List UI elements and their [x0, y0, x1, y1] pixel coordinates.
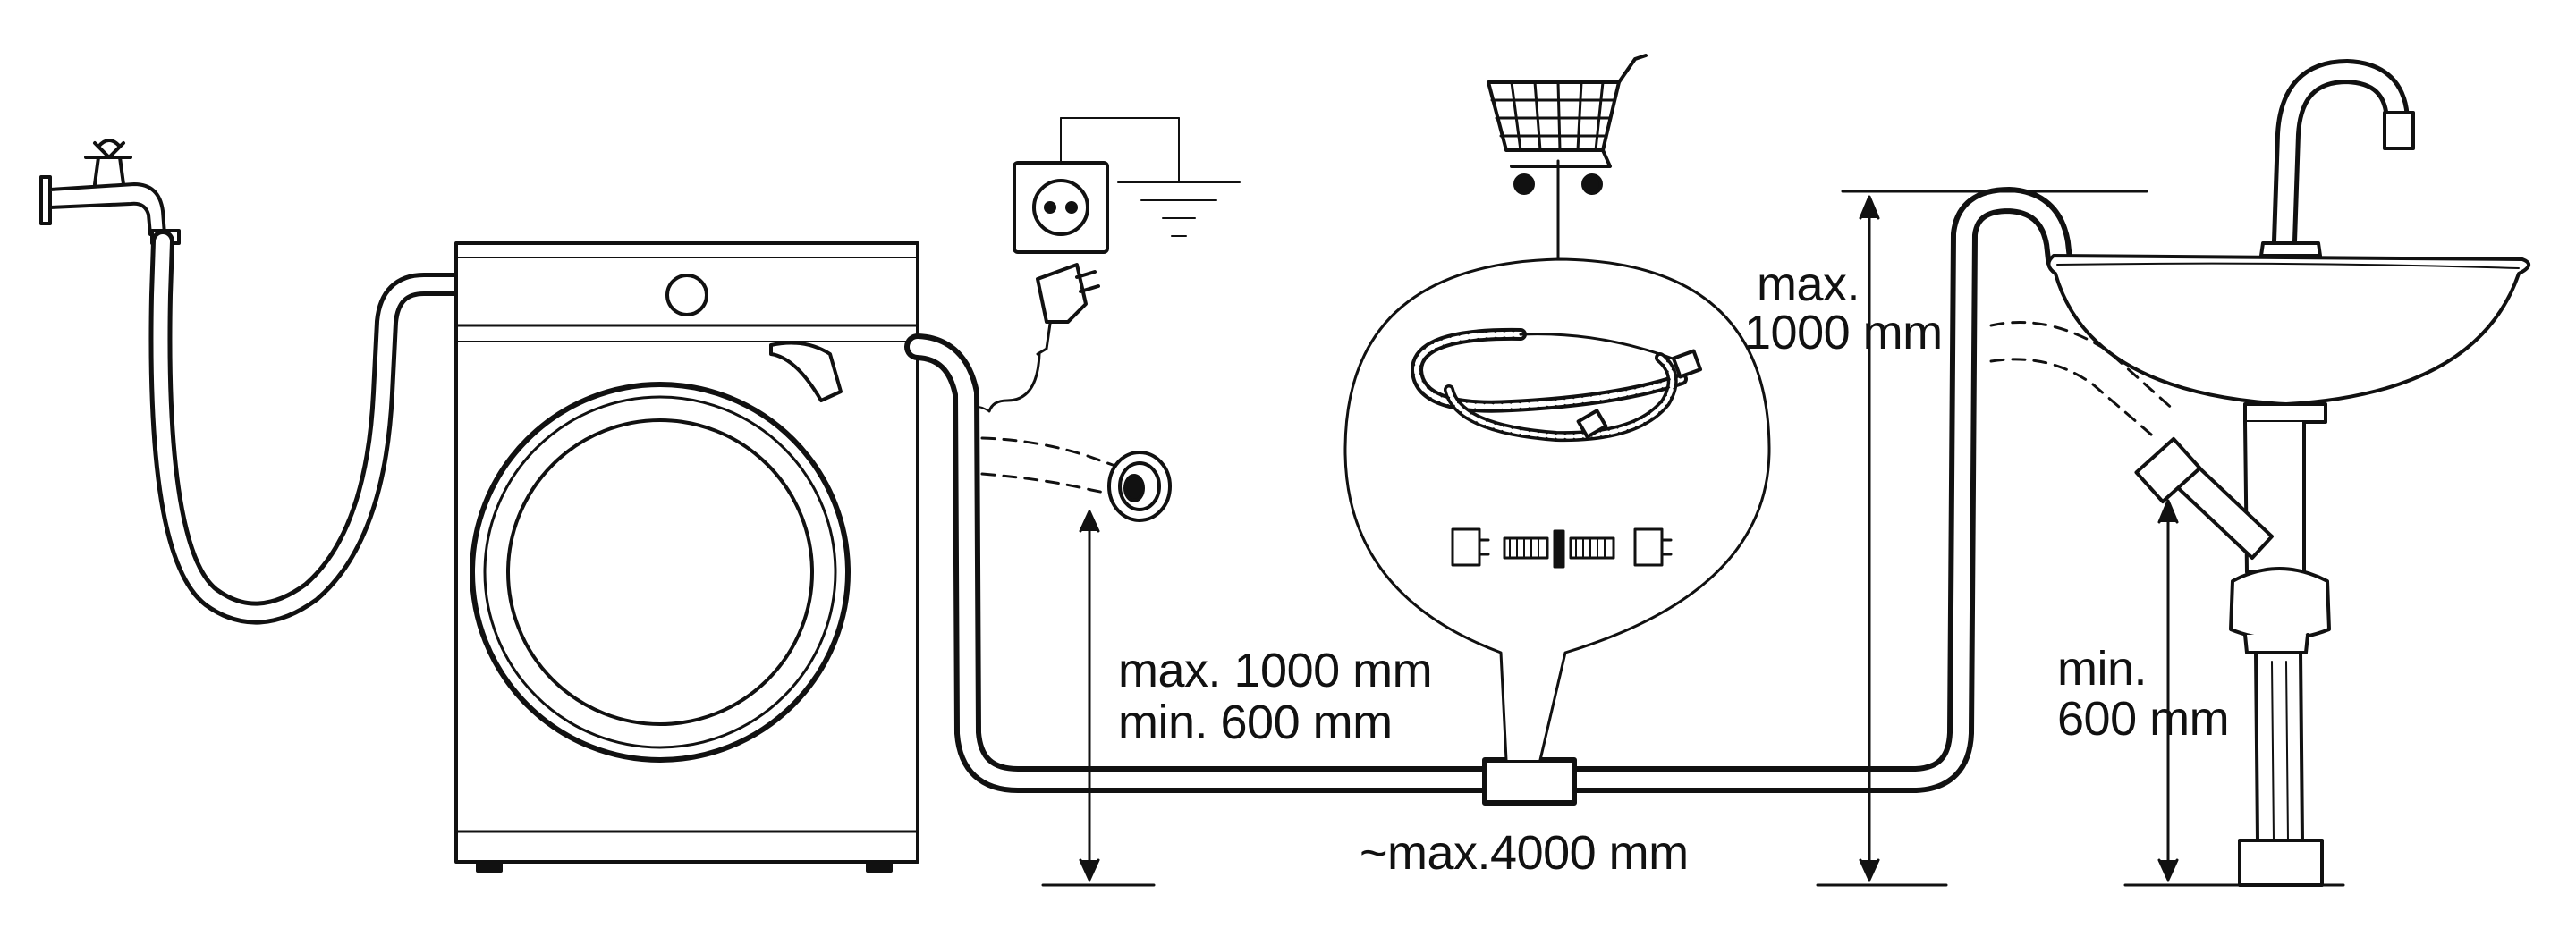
hose-coupler-icon	[1482, 757, 1577, 806]
hose-height-dimension	[1816, 190, 2148, 887]
hose-height-max-label: max.	[1757, 257, 1860, 311]
siphon-trap-icon	[2134, 420, 2331, 887]
wall-drain-outlet-icon	[980, 436, 1172, 522]
inlet-hose-icon	[148, 230, 470, 625]
power-plug-icon	[962, 263, 1100, 413]
grounded-socket-icon	[1013, 117, 1180, 254]
hose-length-label: ~max.4000 mm	[1360, 826, 1689, 880]
sink-icon	[2046, 254, 2530, 424]
ground-symbol-icon	[1117, 181, 1241, 237]
sink-faucet-icon	[2259, 59, 2415, 257]
outlet-height-min-label: min. 600 mm	[1118, 696, 1393, 749]
outlet-height-max-label: max. 1000 mm	[1118, 644, 1433, 697]
hose-height-max-value: 1000 mm	[1744, 306, 1943, 359]
shopping-cart-icon	[1487, 54, 1648, 195]
sink-height-min-value: 600 mm	[2057, 692, 2230, 746]
sink-height-min-label: min.	[2057, 642, 2148, 696]
drain-hose-icon	[904, 187, 2072, 793]
connector-parts-icon	[1451, 527, 1673, 569]
water-tap-icon	[39, 139, 181, 245]
washing-machine-icon	[454, 241, 919, 873]
outlet-height-dimension	[1041, 510, 1156, 887]
sink-height-dimension	[2123, 499, 2345, 887]
extension-hose-icon	[1343, 159, 1771, 762]
